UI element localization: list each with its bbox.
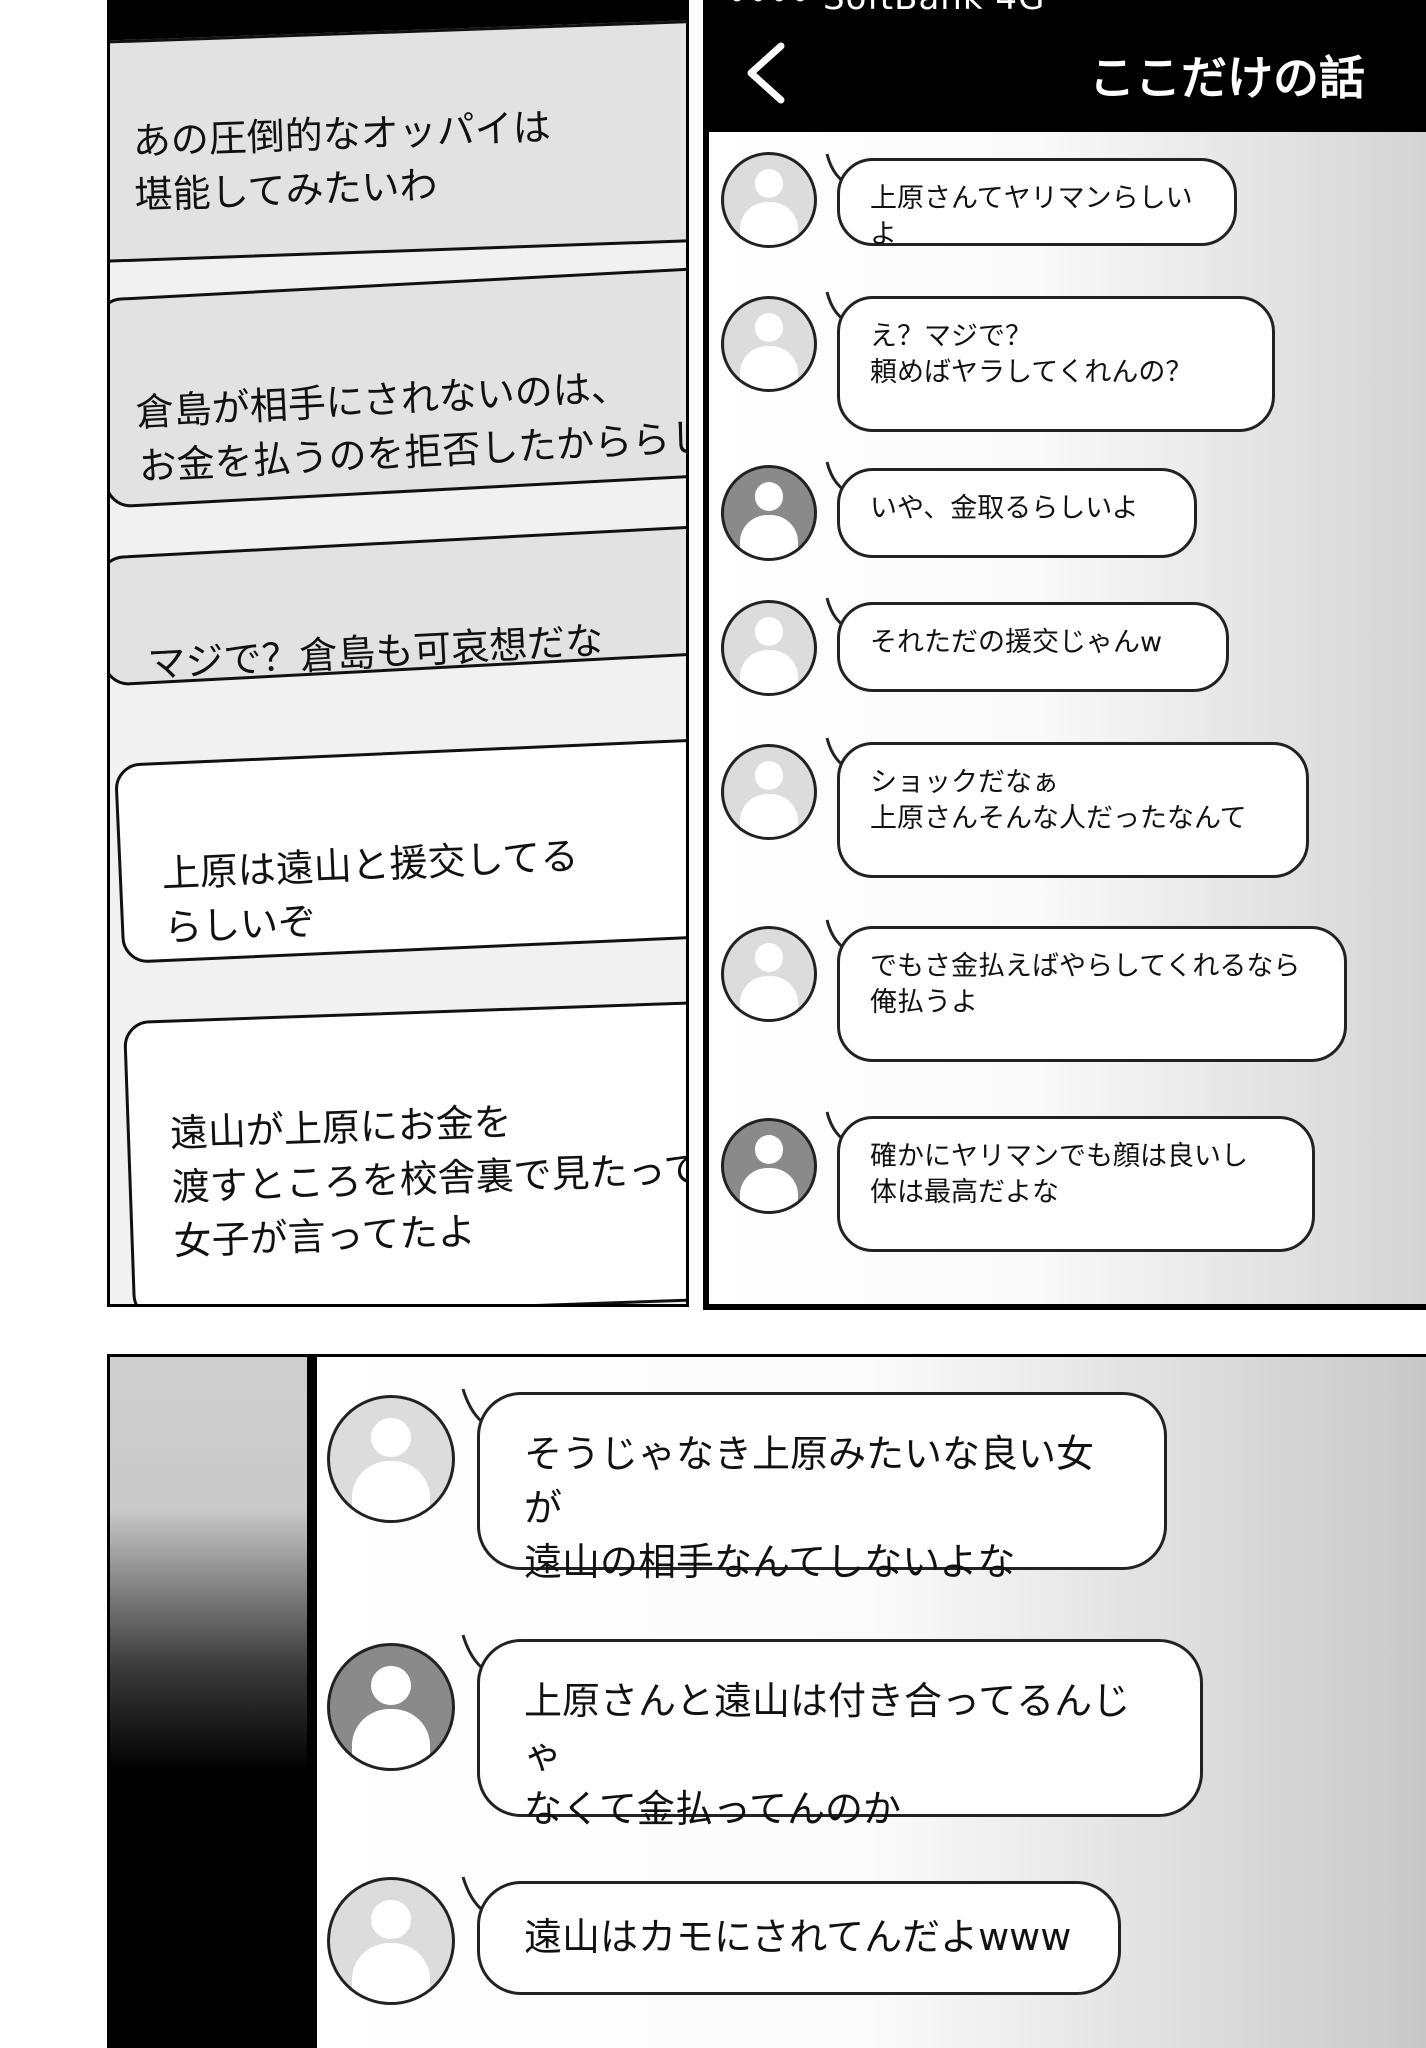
left-chat-panel: あの圧倒的なオッパイは 堪能してみたいわ 倉島が相手にされないのは、 お金を払う…	[107, 0, 689, 1307]
back-button[interactable]	[737, 38, 797, 108]
left-message-2-text: 倉島が相手にされないのは、 お金を払うのを拒否したかららし	[134, 365, 689, 489]
left-message-5-text: 遠山が上原にお金を 渡すところを校舎裏で見たって 女子が言ってたよ	[169, 1099, 689, 1264]
message-bubble: でもさ金払えばやらしてくれるなら 俺払うよ	[837, 926, 1347, 1062]
avatar-icon	[721, 152, 817, 248]
chat-title: ここだけの話	[1089, 51, 1365, 105]
message-bubble: 遠山はカモにされてんだよwww	[477, 1881, 1121, 1995]
bottom-chat-panel: そうじゃなき上原みたいな良い女が 遠山の相手なんてしないよな 上原さんと遠山は付…	[107, 1354, 1426, 2048]
phone-chat-panel: •••• SoftBank 4G ここだけの話 上原さんてヤリマンらしいよ え？…	[703, 0, 1426, 1310]
bottom-left-shadow-area	[110, 1357, 310, 2048]
message-bubble: 確かにヤリマンでも顔は良いし 体は最高だよな	[837, 1116, 1315, 1252]
avatar-icon	[327, 1643, 455, 1771]
avatar-icon	[721, 744, 817, 840]
panel-gutter	[0, 1310, 1426, 1354]
message-bubble: いや、金取るらしいよ	[837, 468, 1197, 558]
left-message-2: 倉島が相手にされないのは、 お金を払うのを拒否したかららし	[110, 265, 689, 509]
message-bubble: それただの援交じゃんw	[837, 602, 1229, 692]
avatar-icon	[327, 1395, 455, 1523]
avatar-icon	[721, 465, 817, 561]
bottom-chat-area: そうじゃなき上原みたいな良い女が 遠山の相手なんてしないよな 上原さんと遠山は付…	[317, 1357, 1426, 2048]
panel-divider	[307, 1357, 317, 2048]
left-message-3: マジで？倉島も可哀想だな	[110, 523, 686, 687]
avatar-icon	[721, 600, 817, 696]
left-message-1-text: あの圧倒的なオッパイは 堪能してみたいわ	[132, 105, 552, 218]
avatar-icon	[721, 296, 817, 392]
chat-header: •••• SoftBank 4G ここだけの話	[709, 0, 1426, 132]
message-bubble: 上原さんてヤリマンらしいよ	[837, 158, 1237, 250]
left-message-5: 遠山が上原にお金を 渡すところを校舎裏で見たって 女子が言ってたよ	[122, 998, 689, 1304]
left-message-1: あの圧倒的なオッパイは 堪能してみたいわ	[110, 18, 686, 264]
avatar-icon	[327, 1877, 455, 2005]
message-bubble: そうじゃなき上原みたいな良い女が 遠山の相手なんてしないよな	[477, 1392, 1167, 1584]
left-message-3-text: マジで？倉島も可哀想だな	[146, 618, 605, 687]
chevron-left-icon	[747, 42, 785, 104]
left-message-4: 上原は遠山と援交してる らしいぞ	[113, 736, 686, 964]
avatar-icon	[721, 1118, 817, 1214]
left-message-4-text: 上原は遠山と援交してる らしいぞ	[160, 833, 580, 950]
message-bubble: 上原さんと遠山は付き合ってるんじゃ なくて金払ってんのか	[477, 1639, 1203, 1831]
message-bubble: ショックだなぁ 上原さんそんな人だったなんて	[837, 742, 1309, 878]
status-bar-text: •••• SoftBank 4G	[727, 0, 1045, 18]
message-bubble: え？マジで？ 頼めばヤラしてくれんの？	[837, 296, 1275, 432]
avatar-icon	[721, 926, 817, 1022]
